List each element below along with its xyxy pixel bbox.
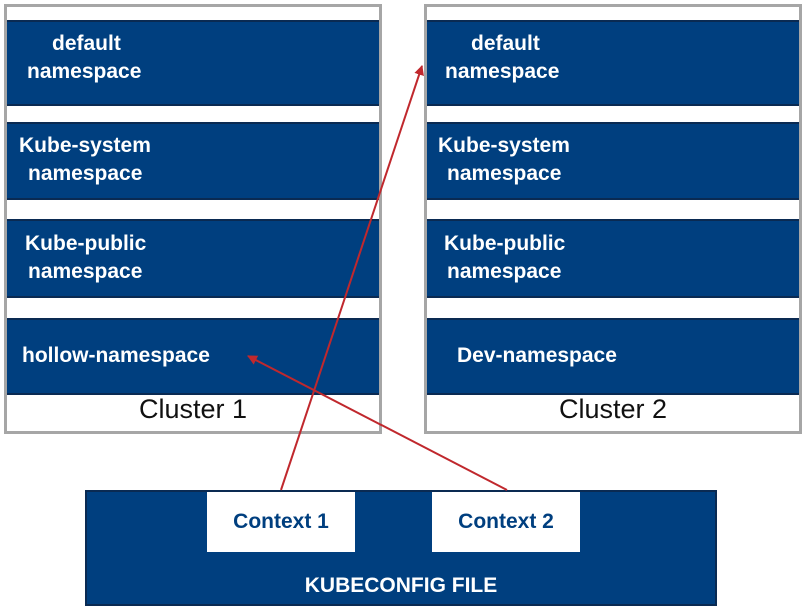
context-1-box: Context 1 — [207, 492, 355, 552]
cluster-1-kube-system-namespace: Kube-system namespace — [7, 122, 379, 200]
cluster-2-box: default namespace Kube-system namespace … — [424, 4, 802, 434]
cluster-1-box: default namespace Kube-system namespace … — [4, 4, 382, 434]
namespace-label: default — [471, 32, 540, 55]
context-2-box: Context 2 — [432, 492, 580, 552]
cluster-1-hollow-namespace: hollow-namespace — [7, 318, 379, 395]
namespace-label: namespace — [28, 162, 143, 185]
namespace-label: namespace — [28, 260, 143, 283]
cluster-2-dev-namespace: Dev-namespace — [427, 318, 799, 395]
cluster-1-kube-public-namespace: Kube-public namespace — [7, 219, 379, 298]
cluster-2-label: Cluster 2 — [558, 394, 668, 424]
namespace-label: namespace — [447, 260, 562, 283]
cluster-2-default-namespace: default namespace — [427, 20, 799, 106]
namespace-label: Dev-namespace — [457, 344, 617, 367]
namespace-label: hollow-namespace — [22, 344, 210, 367]
namespace-label: namespace — [27, 60, 142, 83]
cluster-2-kube-system-namespace: Kube-system namespace — [427, 122, 799, 200]
namespace-label: default — [52, 32, 121, 55]
cluster-1-default-namespace: default namespace — [7, 20, 379, 106]
kubeconfig-file-label: KUBECONFIG FILE — [304, 574, 498, 597]
namespace-label: namespace — [447, 162, 562, 185]
namespace-label: Kube-public — [25, 232, 147, 255]
namespace-label: Kube-public — [444, 232, 566, 255]
cluster-2-kube-public-namespace: Kube-public namespace — [427, 219, 799, 298]
namespace-label: namespace — [445, 60, 560, 83]
namespace-label: Kube-system — [19, 134, 151, 157]
kubeconfig-file-box: Context 1 Context 2 KUBECONFIG FILE — [85, 490, 717, 606]
namespace-label: Kube-system — [438, 134, 570, 157]
cluster-1-label: Cluster 1 — [138, 394, 248, 424]
